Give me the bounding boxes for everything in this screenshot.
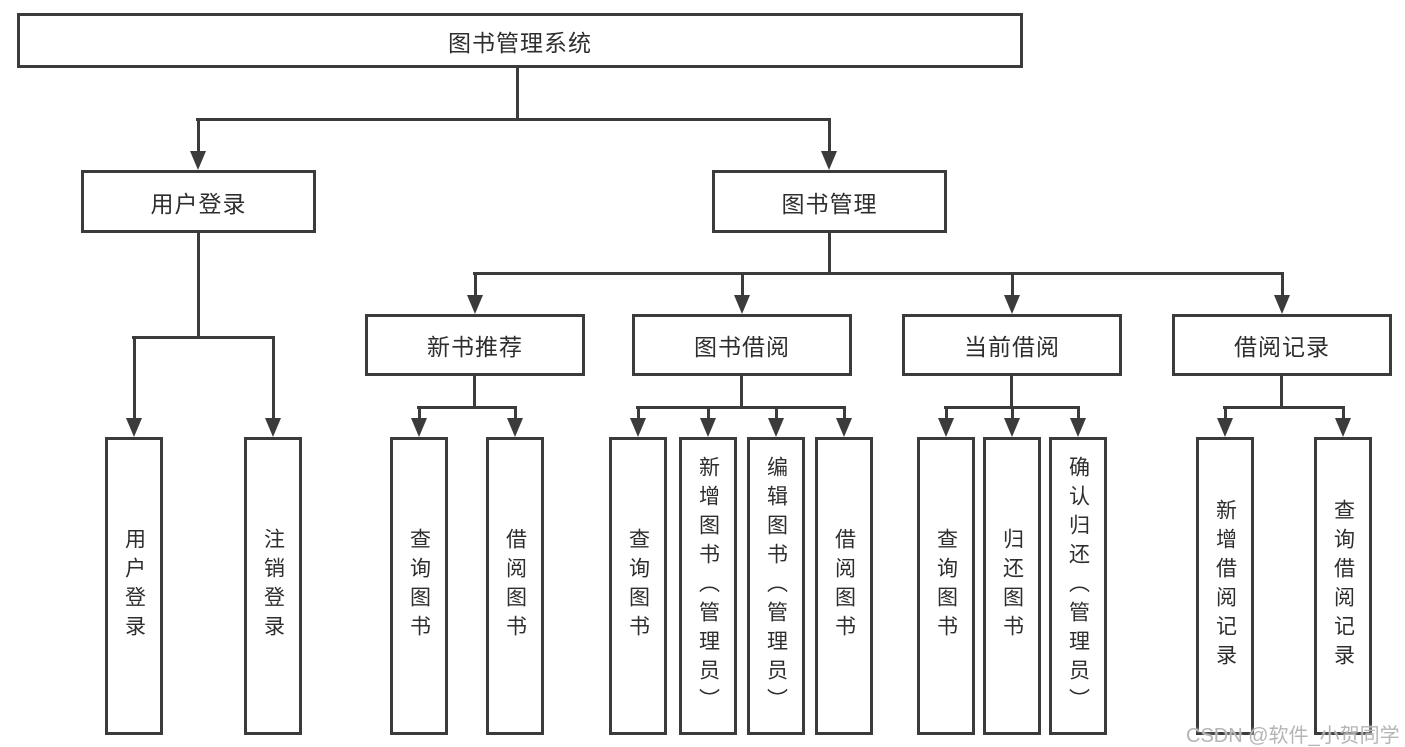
connector-user-login-bar [132,336,274,339]
node-library-management-system: 图书管理系统 [17,13,1023,68]
node-borrow-book-1: 借阅图书 [486,437,544,735]
node-confirm-return-admin: 确认归还（管理员） [1049,437,1107,735]
node-add-borrow-record: 新增借阅记录 [1196,437,1254,735]
node-query-borrow-record: 查询借阅记录 [1314,437,1372,735]
arrow-to-edit-book [768,406,784,437]
connector-book-borrow-stem [740,376,743,409]
arrow-to-add-borrow-record [1217,406,1233,437]
node-user-login-leaf: 用户登录 [105,437,163,735]
arrow-to-book-borrow [734,272,750,314]
arrow-to-new-book-recommend [467,272,483,314]
arrow-to-borrow-records [1274,272,1290,314]
node-label: 用户登录 [150,190,247,217]
connector-borrow-records-stem [1280,376,1283,409]
node-query-book-3: 查询图书 [917,437,975,735]
node-label: 图书管理系统 [448,29,592,56]
connector-current-borrow-stem [1010,376,1013,409]
csdn-watermark: CSDN @软件_小贺同学 [1186,725,1400,747]
arrow-to-return-book [1004,406,1020,437]
arrow-to-current-borrow [1004,272,1020,314]
node-label: 新增借阅记录 [1213,499,1237,673]
node-label: 新书推荐 [427,334,523,360]
node-label: 注销登录 [261,528,285,644]
connector-book-borrow-bar [636,406,845,409]
node-user-login: 用户登录 [81,170,316,233]
connector-book-mgmt-stem [828,233,831,275]
connector-new-book-stem [473,376,476,409]
connector-root-bar [196,118,831,121]
arrow-to-book-management [821,118,837,170]
node-label: 查询图书 [934,528,958,644]
arrow-to-query-book-1 [411,406,427,437]
connector-root-stem [516,68,519,121]
arrow-to-logout-leaf [265,336,281,437]
node-borrow-book-2: 借阅图书 [815,437,873,735]
node-return-book: 归还图书 [983,437,1041,735]
node-book-management: 图书管理 [712,170,947,233]
arrow-to-query-borrow-record [1335,406,1351,437]
node-label: 图书管理 [781,190,878,217]
arrow-to-borrow-book-1 [507,406,523,437]
arrow-to-borrow-book-2 [836,406,852,437]
node-new-book-recommend: 新书推荐 [365,314,585,376]
node-query-book-2: 查询图书 [609,437,667,735]
node-label: 查询图书 [407,528,431,644]
node-label: 借阅图书 [832,528,856,644]
arrow-to-add-book [700,406,716,437]
node-logout-leaf: 注销登录 [244,437,302,735]
node-label: 当前借阅 [964,334,1060,360]
node-label: 查询图书 [626,528,650,644]
node-label: 图书借阅 [694,334,790,360]
connector-user-login-stem [197,233,200,339]
node-book-borrow: 图书借阅 [632,314,852,376]
arrow-to-confirm-return [1070,406,1086,437]
node-label: 借阅图书 [503,528,527,644]
connector-book-mgmt-bar [473,272,1283,275]
node-edit-book-admin: 编辑图书（管理员） [747,437,805,735]
connector-new-book-bar [417,406,516,409]
node-label: 新增图书（管理员） [696,455,720,717]
node-label: 确认归还（管理员） [1066,455,1090,717]
node-label: 用户登录 [122,528,146,644]
node-label: 查询借阅记录 [1331,499,1355,673]
node-borrow-records: 借阅记录 [1172,314,1392,376]
node-label: 归还图书 [1000,528,1024,644]
node-query-book-1: 查询图书 [390,437,448,735]
connector-borrow-records-bar [1223,406,1344,409]
node-add-book-admin: 新增图书（管理员） [679,437,737,735]
arrow-to-user-login-leaf [126,336,142,437]
node-label: 编辑图书（管理员） [764,455,788,717]
node-current-borrow: 当前借阅 [902,314,1122,376]
arrow-to-query-book-3 [938,406,954,437]
arrow-to-user-login [190,118,206,170]
node-label: 借阅记录 [1234,334,1330,360]
arrow-to-query-book-2 [630,406,646,437]
